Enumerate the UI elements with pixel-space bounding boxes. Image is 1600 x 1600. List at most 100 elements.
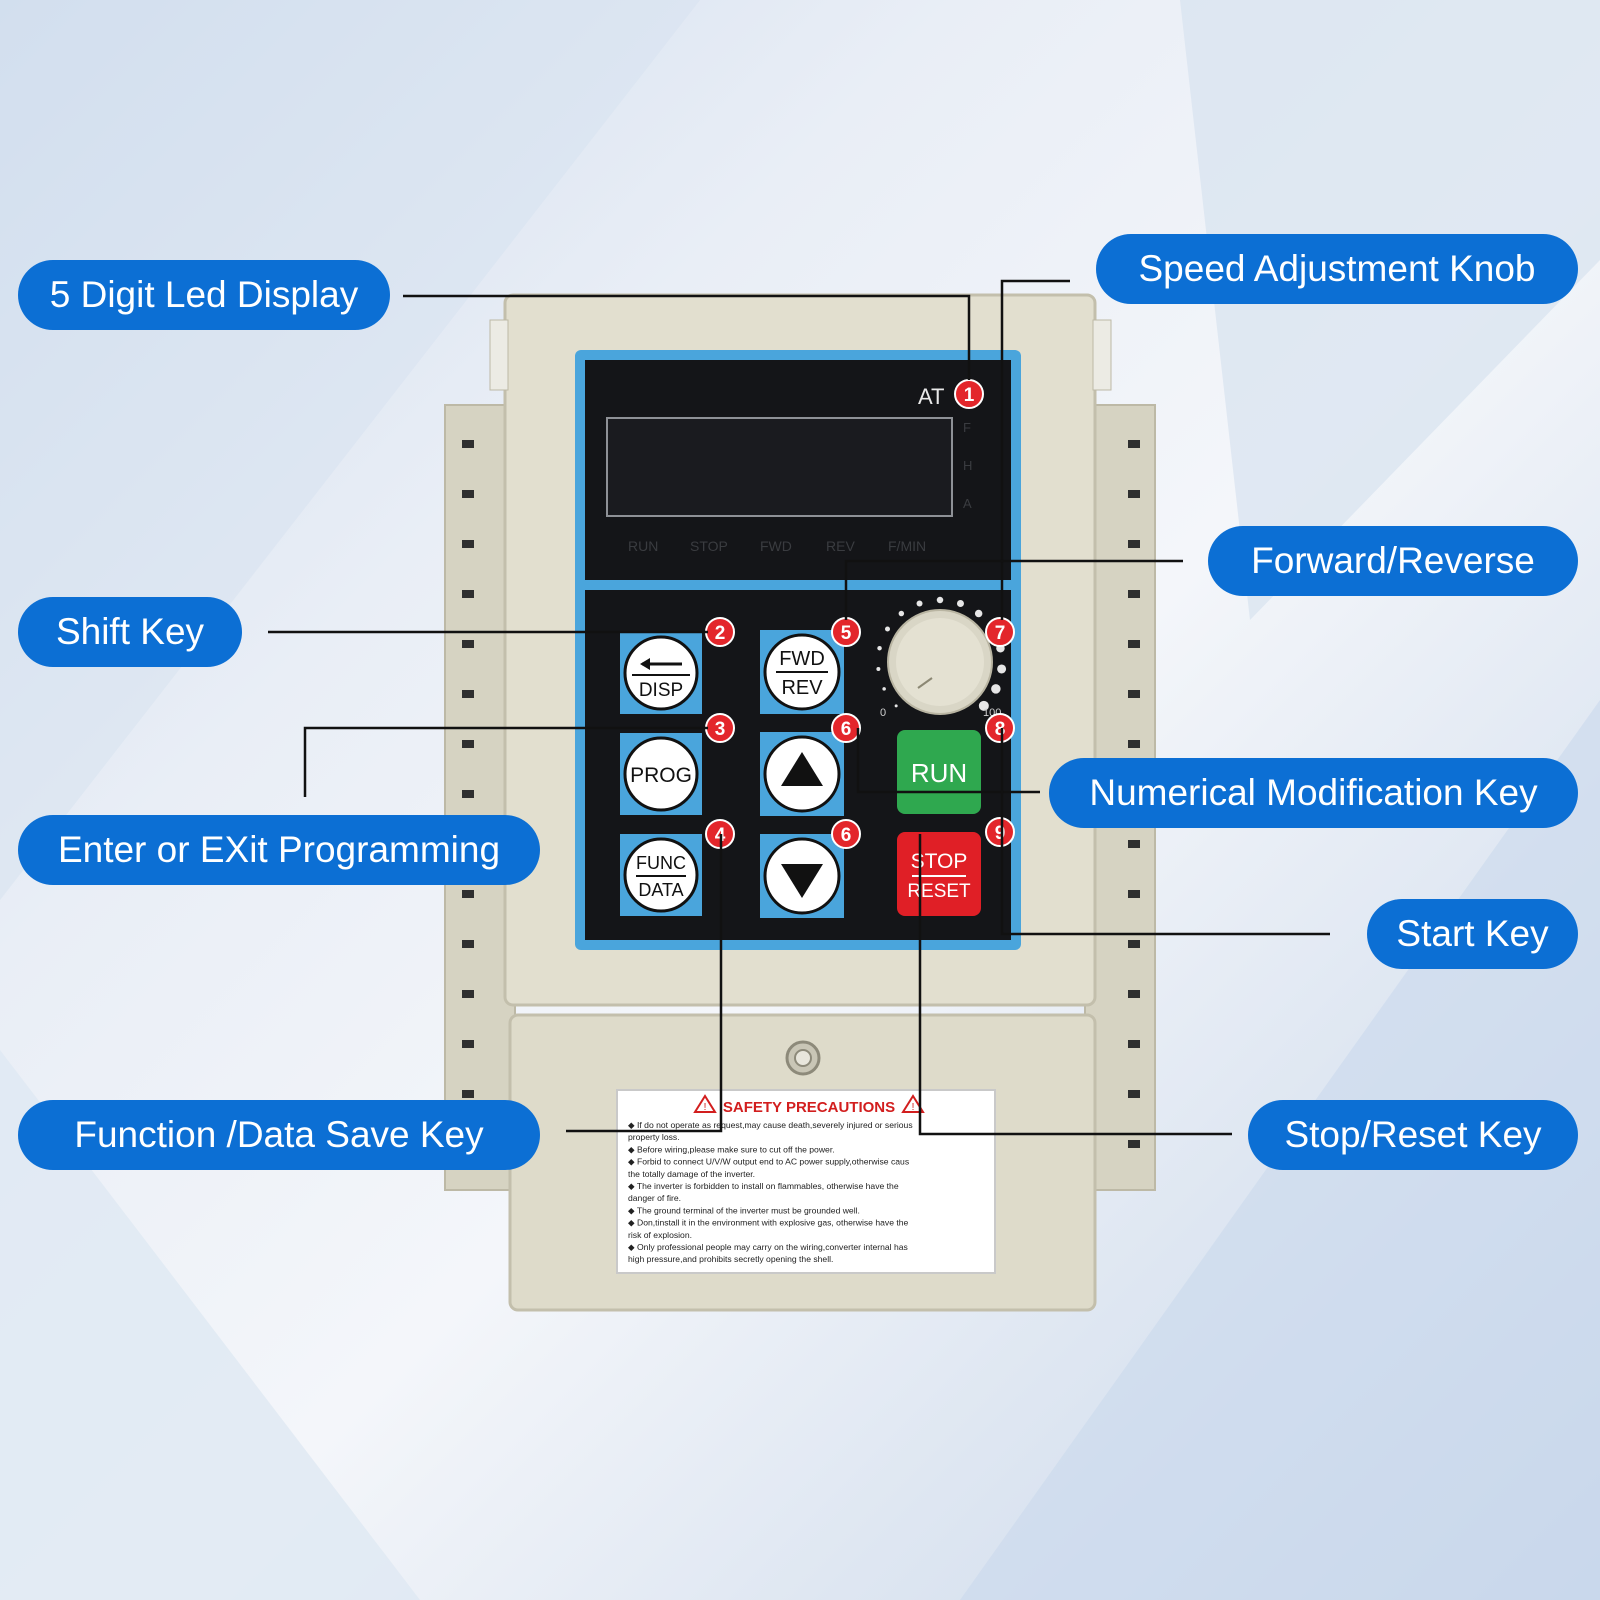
status-run: RUN (628, 538, 658, 554)
vent-slot (462, 690, 474, 698)
knob-scale-dot (876, 666, 881, 671)
knob-scale-dot (882, 687, 886, 691)
marker-4: 4 (705, 819, 735, 849)
left-heatsink (444, 404, 516, 1191)
svg-text:6: 6 (841, 825, 852, 846)
vent-slot (1128, 690, 1140, 698)
callout-enter-exit-programming: Enter or EXit Programming (18, 815, 540, 885)
cover-screw-icon (785, 1040, 821, 1076)
vent-slot (1128, 890, 1140, 898)
knob-scale-dot (894, 704, 898, 708)
safety-line: risk of explosion. (628, 1230, 692, 1240)
svg-text:!: ! (704, 1102, 707, 1113)
stop-label: STOP (911, 850, 968, 873)
callout-function-data-save: Function /Data Save Key (18, 1100, 540, 1170)
vent-slot (462, 1040, 474, 1048)
knob-scale-dot (978, 700, 989, 711)
prog-key[interactable]: PROG (620, 733, 702, 815)
disp-label: DISP (639, 680, 683, 701)
status-fwd: FWD (760, 538, 792, 554)
safety-line: ◆ Don,tinstall it in the environment wit… (628, 1218, 909, 1228)
vent-slot (462, 440, 474, 448)
svg-text:4: 4 (715, 825, 726, 846)
knob-scale-dot (916, 600, 923, 607)
marker-5: 5 (831, 617, 861, 647)
safety-line: ◆ If do not operate as request,may cause… (628, 1120, 913, 1130)
rev-label: REV (781, 677, 823, 699)
safety-line: high pressure,and prohibits secretly ope… (628, 1254, 833, 1264)
knob-scale-dot (885, 626, 891, 632)
vent-slot (462, 640, 474, 648)
vent-slot (1128, 540, 1140, 548)
vent-slot (462, 1090, 474, 1098)
status-rev: REV (826, 538, 855, 554)
vent-slot (1128, 740, 1140, 748)
indicator-a: A (963, 496, 972, 511)
vent-slot (1128, 1040, 1140, 1048)
callout-numerical-modification: Numerical Modification Key (1049, 758, 1578, 828)
callout-stop-reset-key: Stop/Reset Key (1248, 1100, 1578, 1170)
marker-1: 1 (954, 379, 984, 409)
right-clip (1092, 319, 1112, 391)
svg-text:!: ! (912, 1102, 915, 1113)
safety-line: ◆ The inverter is forbidden to install o… (628, 1181, 899, 1191)
knob-scale-dot (974, 609, 983, 618)
indicator-f: F (963, 420, 971, 435)
func-label: FUNC (636, 853, 686, 873)
fwd-label: FWD (779, 648, 825, 670)
left-vent-slots (462, 440, 474, 1148)
prog-label: PROG (630, 764, 692, 787)
safety-line: ◆ Only professional people may carry on … (628, 1242, 908, 1252)
knob-scale-dot (997, 664, 1007, 674)
indicator-h: H (963, 458, 972, 473)
safety-text-lines: ◆ If do not operate as request,may cause… (628, 1120, 913, 1264)
safety-line: danger of fire. (628, 1193, 681, 1203)
vent-slot (1128, 990, 1140, 998)
marker-3: 3 (705, 713, 735, 743)
svg-text:8: 8 (995, 719, 1006, 740)
down-key[interactable] (760, 834, 844, 918)
run-label: RUN (911, 758, 967, 788)
svg-text:6: 6 (841, 719, 852, 740)
vent-slot (1128, 590, 1140, 598)
down-arrow-icon (781, 864, 823, 898)
vent-slot (462, 540, 474, 548)
at-label: AT (918, 384, 944, 409)
vent-slot (462, 590, 474, 598)
data-label: DATA (638, 880, 683, 900)
callout-shift-key: Shift Key (18, 597, 242, 667)
knob-scale-dot (936, 596, 944, 604)
marker-9: 9 (985, 817, 1015, 847)
vent-slot (1128, 440, 1140, 448)
vent-slot (1128, 840, 1140, 848)
vent-slot (462, 790, 474, 798)
up-key[interactable] (760, 732, 844, 816)
svg-text:3: 3 (715, 719, 726, 740)
vent-slot (1128, 1140, 1140, 1148)
vent-slot (462, 890, 474, 898)
safety-line: ◆ Before wiring,please make sure to cut … (628, 1144, 835, 1154)
marker-6: 6 (831, 819, 861, 849)
safety-line: ◆ The ground terminal of the inverter mu… (628, 1205, 860, 1215)
svg-text:1: 1 (964, 385, 975, 406)
warning-icon: ! (901, 1094, 925, 1113)
shift-disp-key[interactable]: DISP (620, 632, 702, 714)
led-display-screen (606, 417, 953, 517)
fwd-rev-key[interactable]: FWD REV (760, 630, 844, 714)
svg-text:5: 5 (841, 623, 852, 644)
status-fmin: F/MIN (888, 538, 926, 554)
marker-7: 7 (985, 617, 1015, 647)
func-data-key[interactable]: FUNC DATA (620, 834, 702, 916)
stop-reset-key[interactable]: STOP RESET (897, 832, 981, 916)
safety-line: ◆ Forbid to connect U/V/W output end to … (628, 1157, 909, 1167)
vent-slot (462, 490, 474, 498)
vent-slot (1128, 640, 1140, 648)
marker-2: 2 (705, 617, 735, 647)
callout-led-display: 5 Digit Led Display (18, 260, 390, 330)
svg-text:7: 7 (995, 623, 1006, 644)
knob-scale-dot (956, 599, 964, 607)
callout-speed-knob: Speed Adjustment Knob (1096, 234, 1578, 304)
vent-slot (462, 990, 474, 998)
run-key[interactable]: RUN (897, 730, 981, 814)
marker-6: 6 (831, 713, 861, 743)
